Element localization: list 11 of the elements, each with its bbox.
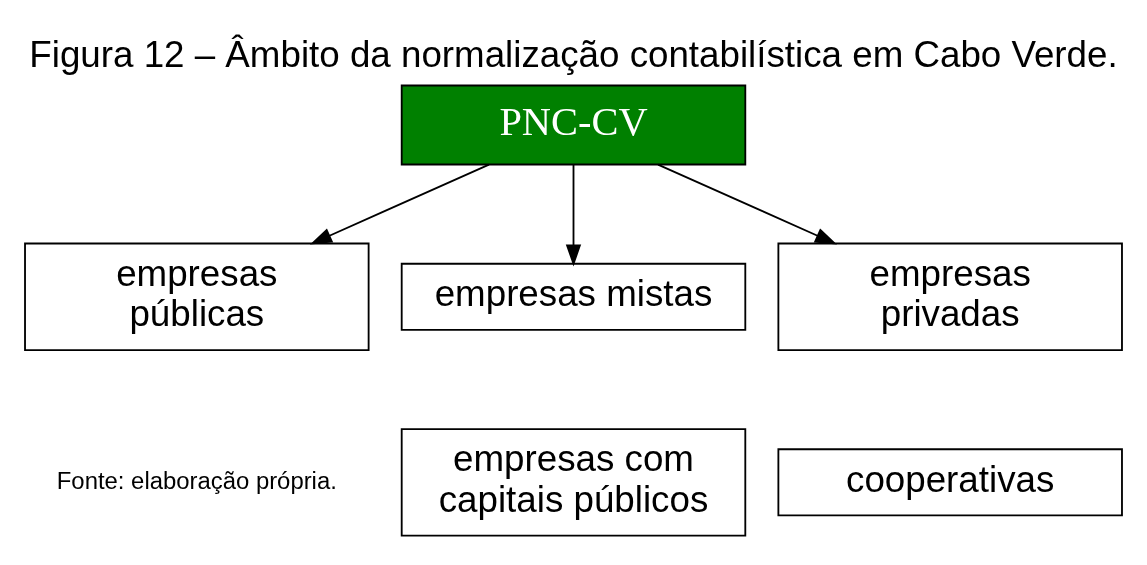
caption: Fonte: elaboração própria. [56, 466, 337, 494]
node-box: empresas públicas [24, 242, 370, 351]
node-box: empresas privadas [777, 242, 1123, 351]
node-box: cooperativas [777, 447, 1123, 516]
arrow [309, 163, 490, 244]
diagram-title: Figura 12 – Âmbito da normalização contabilística em Cabo Verde. [29, 33, 1118, 75]
node-box: empresas com capitais públicos [400, 427, 747, 537]
arrow [657, 163, 838, 244]
node-box: PNC-CV [400, 84, 747, 165]
node-box: empresas mistas [400, 262, 747, 331]
arrow [565, 163, 582, 266]
